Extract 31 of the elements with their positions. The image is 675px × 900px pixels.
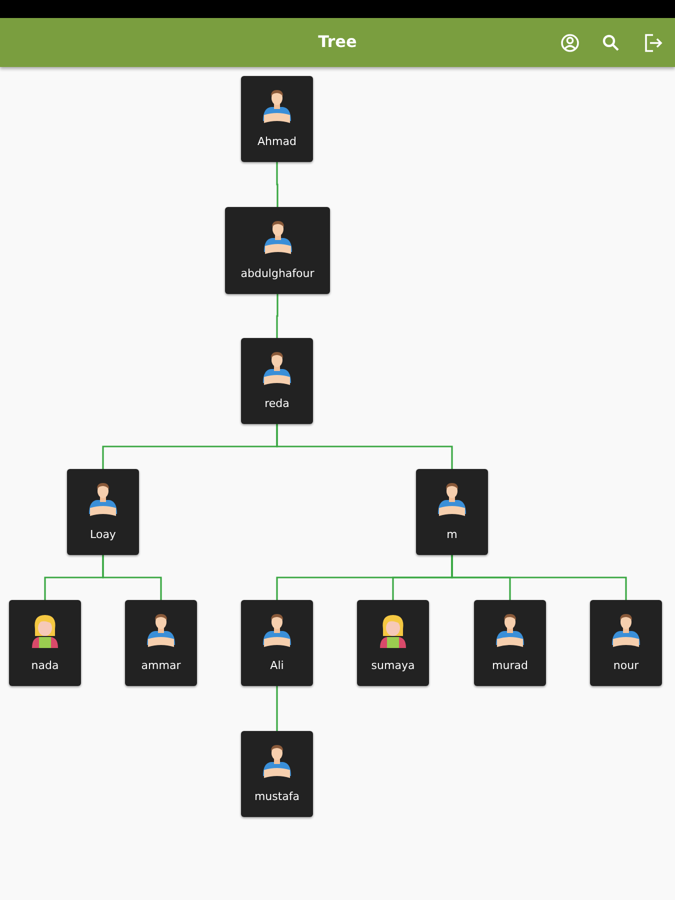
person-name: nada [31, 659, 59, 672]
person-card [357, 600, 429, 686]
connector-line [276, 686, 278, 731]
person-card [416, 469, 488, 555]
connector-line [276, 294, 278, 338]
person-card [241, 600, 313, 686]
person-card [67, 469, 139, 555]
app-title: Tree [318, 32, 357, 51]
connector-line [276, 162, 278, 207]
person-card [125, 600, 197, 686]
person-card [241, 731, 313, 817]
person-name: m [446, 528, 458, 541]
person-name: Ahmad [258, 135, 296, 148]
person-card [474, 600, 546, 686]
connector-line [451, 555, 627, 600]
person-card [241, 338, 313, 424]
person-card [241, 76, 313, 162]
connector-line [102, 555, 162, 600]
person-name: Loay [90, 528, 116, 541]
person-name: reda [264, 397, 290, 410]
person-name: abdulghafour [240, 267, 314, 280]
person-card [225, 207, 330, 294]
connector-line [276, 424, 453, 469]
person-name: Ali [270, 659, 284, 672]
person-card [590, 600, 662, 686]
person-name: nour [613, 659, 639, 672]
person-name: sumaya [371, 659, 415, 672]
person-name: murad [492, 659, 528, 672]
person-card [9, 600, 81, 686]
person-name: ammar [141, 659, 181, 672]
person-name: mustafa [254, 790, 300, 803]
